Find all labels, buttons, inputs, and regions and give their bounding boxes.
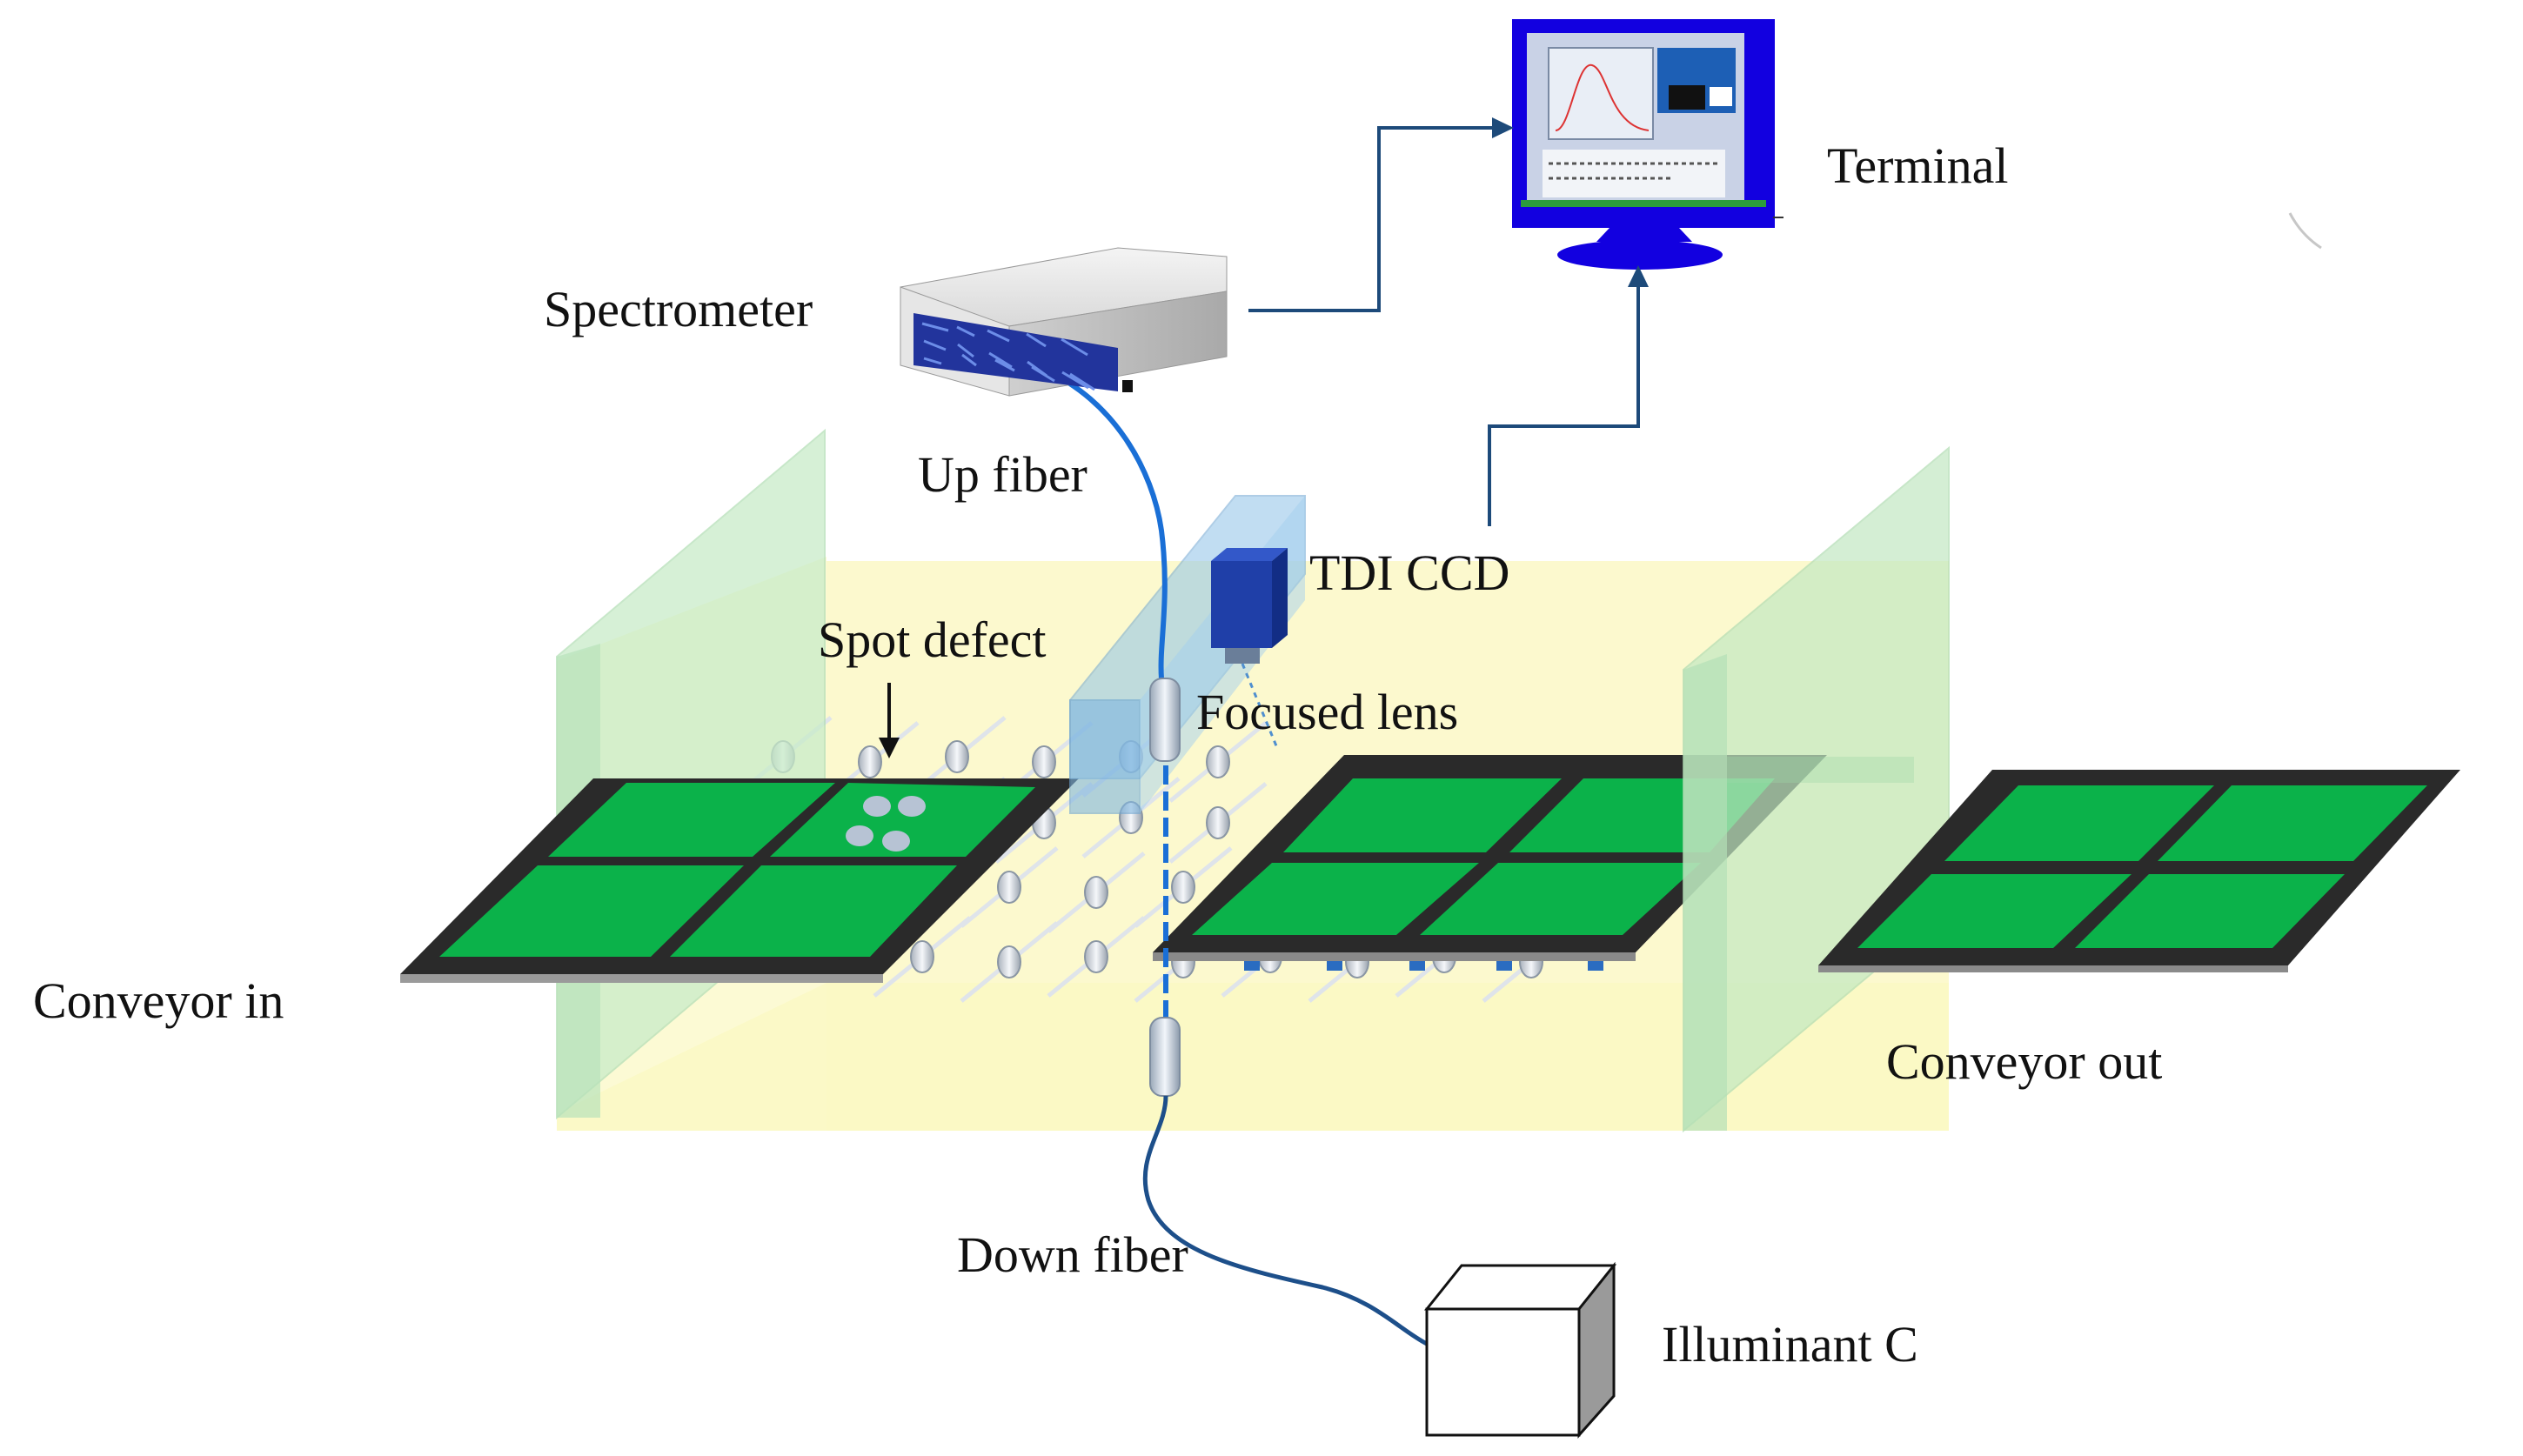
panel-conveyor-in xyxy=(400,778,1079,983)
focused-lens-lower xyxy=(1149,1017,1181,1097)
panel-cell xyxy=(2158,785,2427,861)
roller-wheel xyxy=(1171,871,1195,904)
roller-wheel xyxy=(997,871,1021,904)
focused-lens-upper xyxy=(1149,678,1181,762)
label-down-fiber: Down fiber xyxy=(957,1226,1188,1283)
roller-connector xyxy=(1588,958,1603,971)
roller-wheel xyxy=(1206,745,1230,778)
label-spot-defect: Spot defect xyxy=(818,611,1047,668)
roller-connector xyxy=(1409,958,1425,971)
terminal-screen-plot xyxy=(1548,47,1654,140)
panel-conveyor-out xyxy=(1818,770,2460,972)
panel-cell xyxy=(770,783,1035,857)
roller-wheel xyxy=(1206,806,1230,839)
panel-cell xyxy=(1192,863,1479,935)
spectrometer-front-panel xyxy=(914,313,1118,391)
roller-wheel xyxy=(1084,940,1108,973)
roller-wheel xyxy=(1084,876,1108,909)
spot-defect-arrow xyxy=(879,683,900,758)
terminal-monitor xyxy=(1512,19,2322,270)
roller-wheel xyxy=(910,940,934,973)
spectrometer-to-terminal-arrow xyxy=(1248,126,1496,312)
panel-cell xyxy=(439,865,744,957)
roller-wheel xyxy=(997,945,1021,978)
up-fiber xyxy=(1042,367,1168,679)
label-conveyor-in: Conveyor in xyxy=(33,972,284,1029)
tdi-ccd-camera xyxy=(1211,548,1288,749)
roller-connector xyxy=(1327,958,1342,971)
roller-wheel xyxy=(1032,745,1056,778)
label-up-fiber: Up fiber xyxy=(918,446,1088,503)
panel-cell xyxy=(1857,874,2132,948)
label-focused-lens: Focused lens xyxy=(1196,684,1458,740)
spot-defect-marks xyxy=(846,796,926,852)
down-fiber xyxy=(1142,1095,1429,1346)
terminal-stand xyxy=(1596,228,1692,242)
label-conveyor-out: Conveyor out xyxy=(1886,1033,2162,1090)
label-spectrometer: Spectrometer xyxy=(544,281,813,337)
panel-cell xyxy=(1283,778,1562,852)
roller-wheel xyxy=(858,745,882,778)
roller-wheel xyxy=(945,740,969,773)
panel-cell xyxy=(2075,874,2345,948)
illuminant-c-source xyxy=(1423,1261,1617,1439)
label-tdi-ccd: TDI CCD xyxy=(1309,544,1509,601)
panel-cell xyxy=(548,783,835,857)
panel-cell xyxy=(670,865,957,957)
roller-connector xyxy=(1496,958,1512,971)
label-illuminant-c: Illuminant C xyxy=(1662,1316,1918,1373)
diagram-labels: Terminal Spectrometer Up fiber TDI CCD S… xyxy=(33,137,2162,1373)
spectrometer-device xyxy=(900,247,1228,397)
terminal-base xyxy=(1557,240,1723,270)
ccd-to-terminal-arrow xyxy=(1488,283,1640,526)
roller-connector xyxy=(1244,958,1260,971)
chamber-floor xyxy=(557,983,1949,1131)
panel-cell xyxy=(1944,785,2214,861)
panel-cell xyxy=(1420,863,1701,935)
label-terminal: Terminal xyxy=(1827,137,2009,194)
